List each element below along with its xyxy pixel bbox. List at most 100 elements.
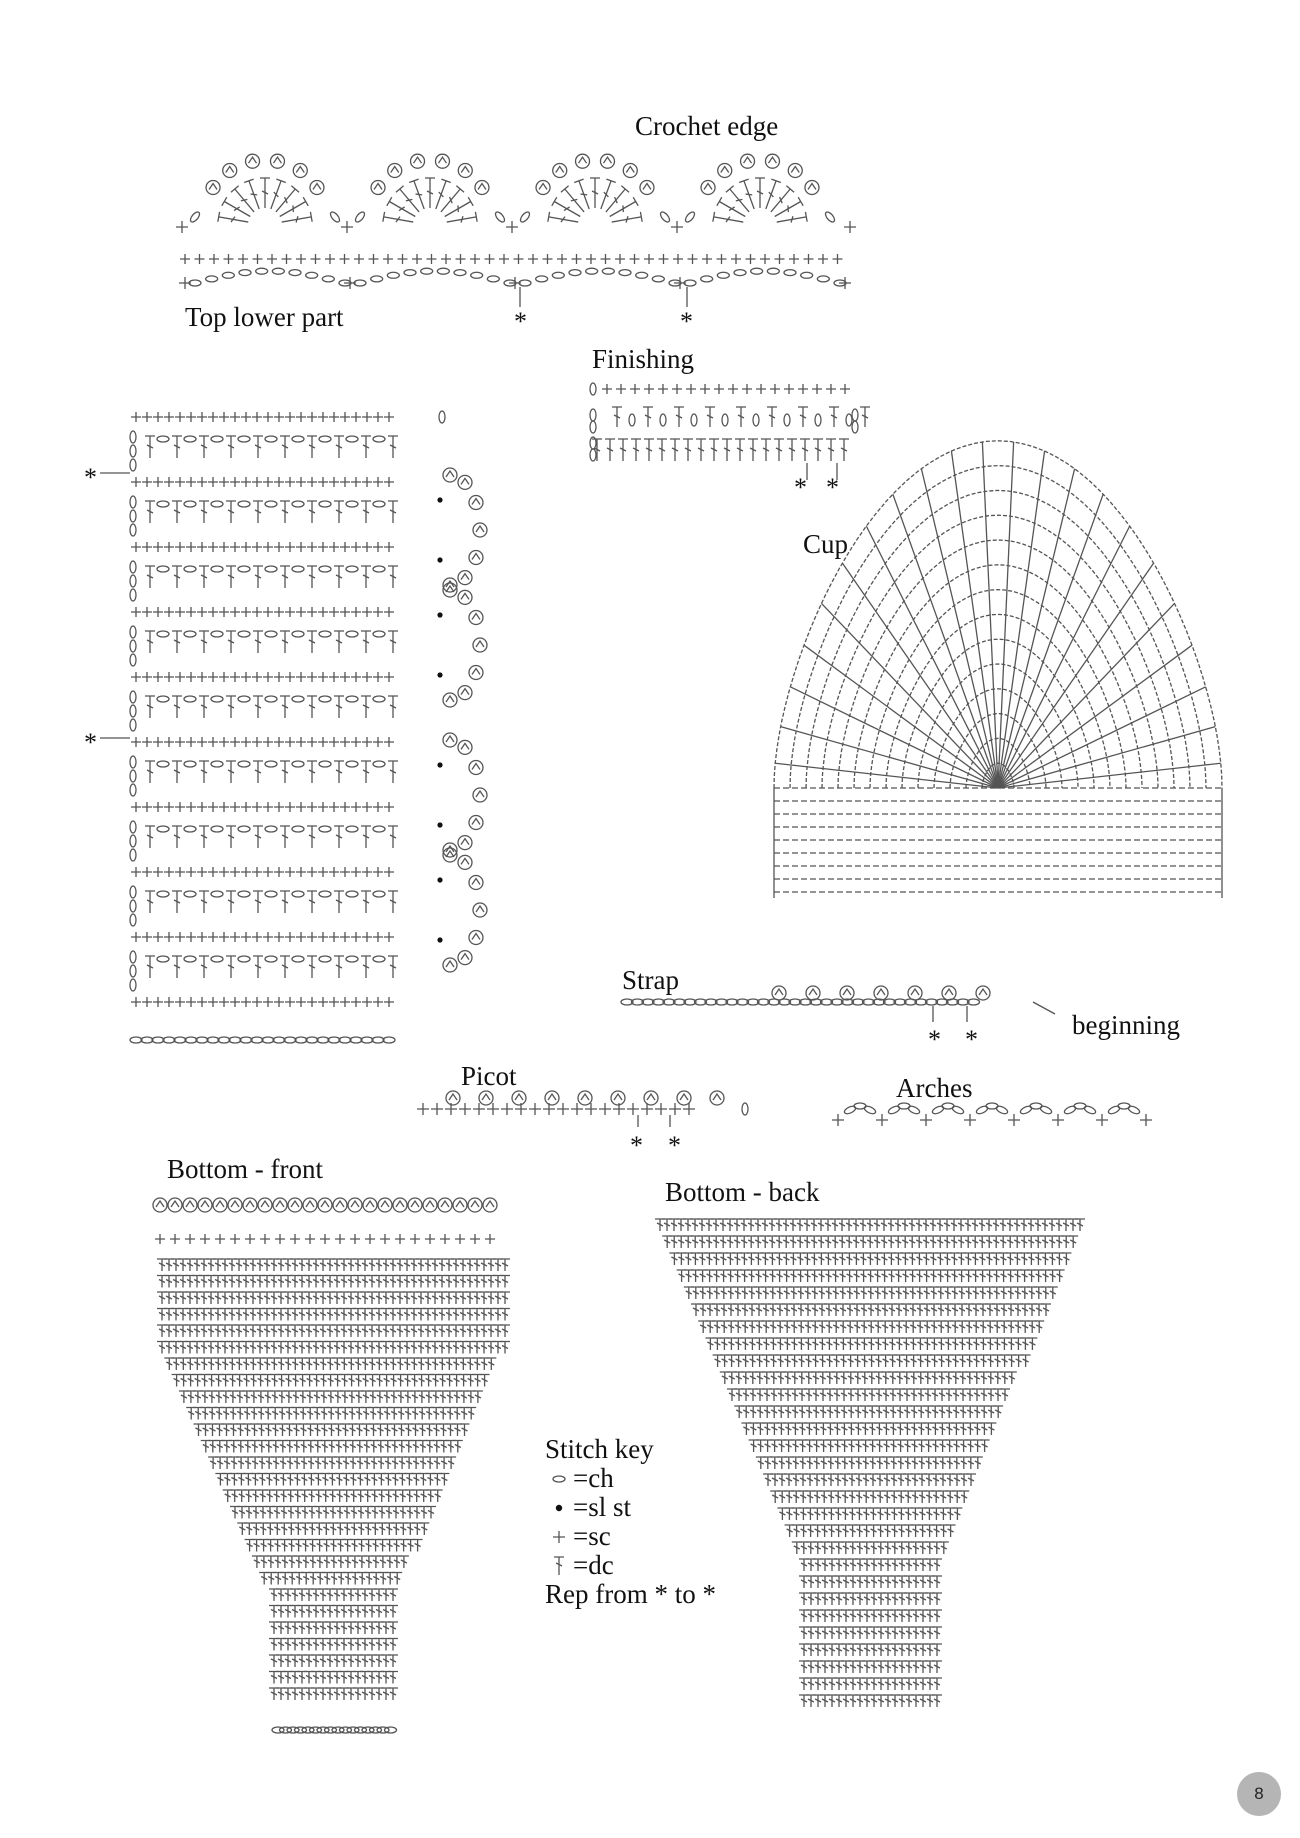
dc-stitch-symbol [305,1439,316,1453]
dc-stitch-symbol [325,1373,336,1387]
picot-title: Picot [461,1061,517,1091]
dc-stitch-symbol [876,1558,886,1571]
picot-symbol [700,179,716,196]
dc-stitch-symbol [451,1307,461,1321]
dc-stitch-symbol [826,1541,837,1554]
dc-stitch-symbol [297,1258,307,1271]
dc-stitch-symbol [853,1388,863,1401]
dc-stitch-symbol [949,1252,960,1265]
dc-stitch-symbol [479,1274,489,1288]
dc-stitch-symbol [768,1337,779,1350]
sc-stitch-symbol [194,254,205,264]
dc-stitch-symbol [226,955,236,978]
dc-stitch-symbol [283,1373,294,1387]
chain-stitch-symbol [156,825,170,833]
dc-stitch-symbol [831,1320,842,1333]
chain-stitch-symbol [183,565,197,573]
dc-stitch-symbol [908,1303,918,1316]
dc-stitch-symbol [440,185,465,213]
chain-stitch-symbol [129,950,137,964]
dc-stitch-symbol [851,1286,862,1299]
chain-stitch-symbol [851,408,859,422]
sc-stitch-symbol [186,672,196,682]
dc-stitch-symbol [811,1405,822,1418]
dc-stitch-symbol [248,1340,258,1354]
dc-stitch-symbol [847,1490,858,1503]
dc-stitch-symbol [276,1687,286,1700]
chain-stitch-symbol [368,1726,383,1734]
dc-stitch-symbol [690,1269,701,1282]
sc-stitch-symbol [876,1114,888,1126]
dc-stitch-symbol [869,1592,879,1605]
dc-stitch-symbol [711,1218,721,1231]
sc-stitch-symbol [175,477,185,487]
chain-stitch-symbol [129,820,137,834]
picot-symbol [320,1199,330,1208]
dc-stitch-symbol [381,1637,391,1651]
dc-stitch-symbol [963,1235,974,1248]
dc-stitch-symbol [932,1643,942,1656]
dc-stitch-symbol [369,1472,380,1486]
dc-stitch-symbol [451,1291,461,1304]
dc-stitch-symbol [272,1522,283,1535]
dc-stitch-symbol [900,1252,911,1265]
dc-stitch-symbol [192,1340,202,1354]
picot-diagram [417,1090,749,1127]
dc-stitch-symbol [820,1575,830,1588]
dc-stitch-symbol [977,1235,988,1248]
picot-symbol [599,153,616,169]
dc-stitch-symbol [985,1337,996,1350]
chain-stitch-symbol [156,500,170,508]
picot-symbol [471,762,481,770]
dc-stitch-symbol [820,1677,830,1690]
dc-stitch-symbol [249,1406,260,1420]
dc-stitch-symbol [361,565,371,588]
sc-stitch-symbol [186,412,196,422]
dc-stitch-symbol [171,1258,181,1271]
sc-stitch-symbol [350,1234,360,1244]
dc-stitch-symbol [861,1541,872,1554]
dc-stitch-symbol [234,1258,244,1271]
sc-stitch-symbol [340,867,350,877]
dc-stitch-symbol [430,1357,441,1370]
dc-stitch-symbol [339,1307,349,1321]
dc-stitch-symbol [269,1357,280,1370]
dc-stitch-symbol [332,1390,343,1403]
beginning-leader [1032,1001,1056,1015]
dc-stitch-symbol [178,1340,188,1354]
picot-symbol [944,987,954,996]
dc-stitch-symbol [260,177,270,208]
dc-stitch-symbol [739,1286,750,1299]
dc-stitch-symbol [388,1274,398,1288]
dc-stitch-symbol [1012,1252,1023,1265]
dc-stitch-symbol [683,1218,693,1231]
dc-stitch-symbol [970,1218,980,1231]
sc-stitch-symbol [263,607,273,617]
dc-stitch-symbol [956,1286,967,1299]
dc-stitch-symbol [354,1423,365,1436]
dc-stitch-symbol [813,1575,823,1588]
dc-stitch-symbol [326,1423,337,1436]
picot-symbol [471,817,481,825]
picot-symbol [941,985,957,1001]
chain-stitch-symbol [386,271,400,279]
chain-stitch-symbol [217,1036,231,1044]
dc-stitch-symbol [844,1269,855,1282]
dc-stitch-symbol [800,438,810,461]
sc-stitch-symbol [616,384,626,394]
picot-symbol [290,1199,300,1208]
picot-symbol [460,477,470,485]
chain-stitch-symbol [129,755,137,769]
picot-symbol [535,179,551,196]
sc-stitch-symbol [142,997,152,1007]
dc-stitch-symbol [305,1423,316,1436]
sc-stitch-symbol [241,477,251,487]
chain-stitch-symbol [271,1726,285,1734]
sc-stitch-symbol [175,542,185,552]
dc-stitch-symbol [918,1626,928,1639]
dc-stitch-symbol [172,695,182,718]
dc-stitch-symbol [409,1258,419,1271]
dc-stitch-symbol [830,1218,840,1231]
dc-stitch-symbol [304,1340,314,1354]
picot-symbol [215,1199,225,1208]
